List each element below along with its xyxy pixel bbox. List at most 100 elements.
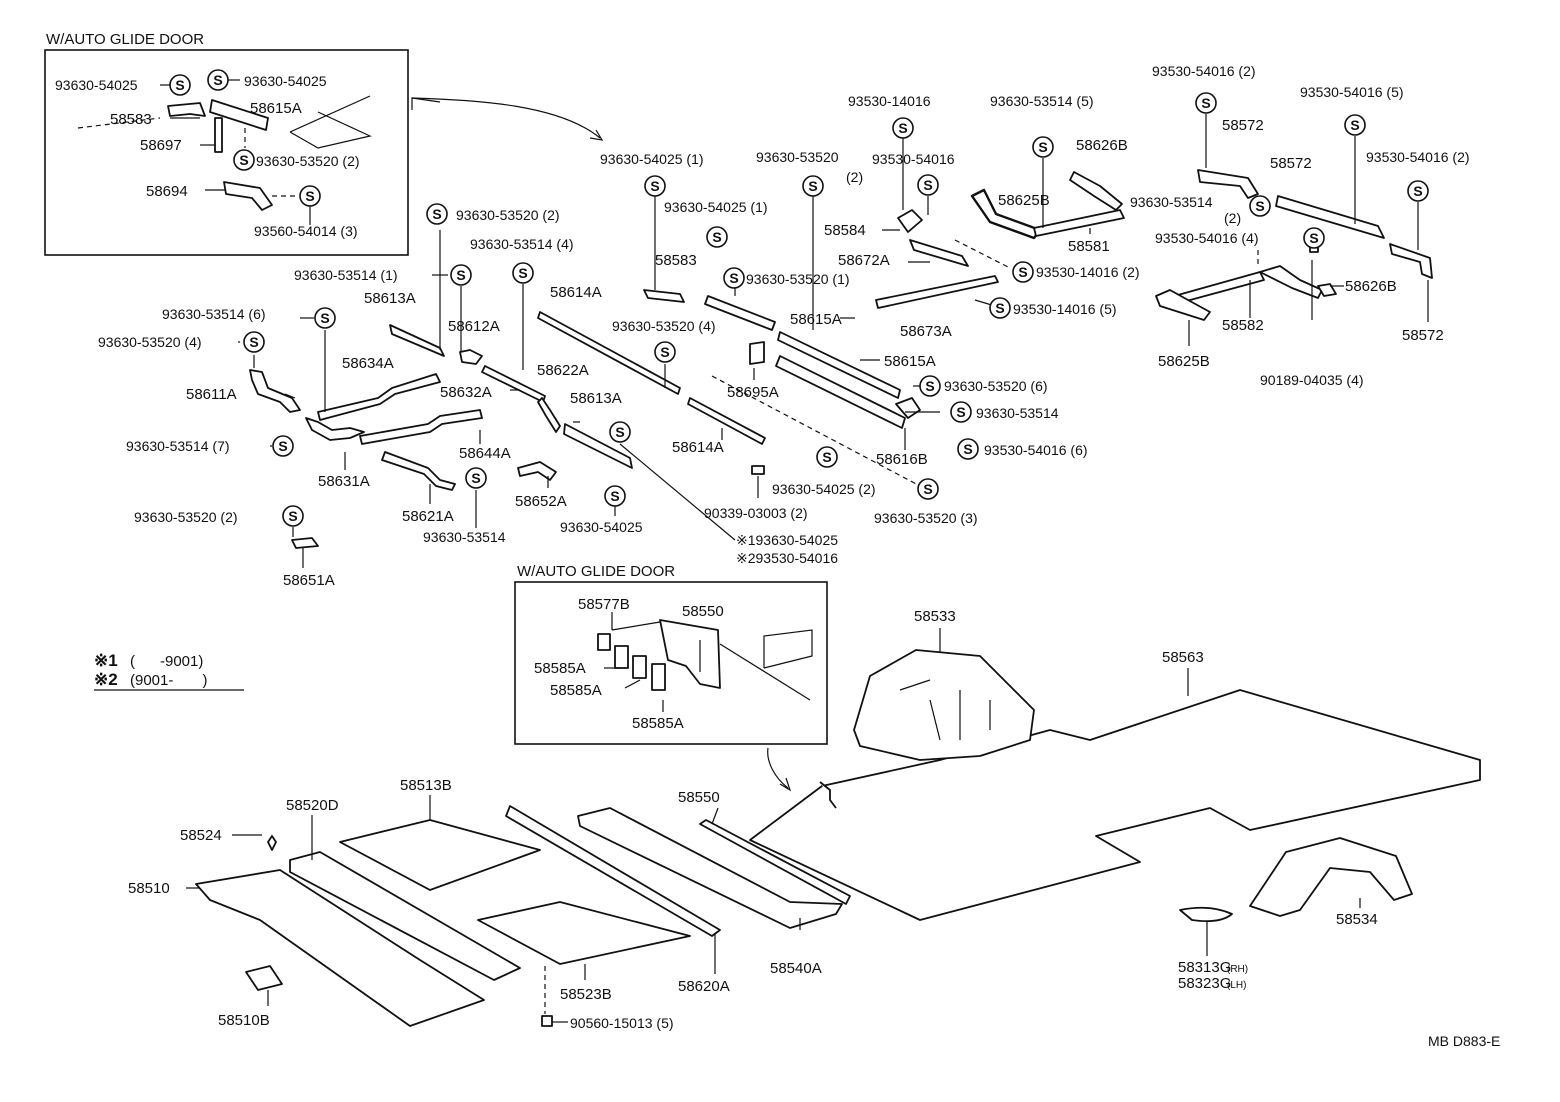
- part-label: 93630-53514 (6): [162, 306, 266, 322]
- part-label: 93630-54025 (2): [772, 481, 876, 497]
- svg-text:S: S: [1350, 117, 1359, 133]
- part-label: 93530-54016 (6): [984, 442, 1088, 458]
- part-label: 93630-53514 (4): [470, 236, 574, 252]
- part-label: 58697: [140, 137, 182, 154]
- washer-symbol: S: [917, 174, 939, 196]
- part-label: 58613A: [364, 290, 416, 307]
- part-label: 58550: [678, 789, 720, 806]
- part-label: 93630-54025 (1): [600, 151, 704, 167]
- svg-text:S: S: [963, 441, 972, 457]
- washer-symbol: S: [243, 331, 265, 353]
- svg-text:S: S: [518, 265, 527, 281]
- part-label: 58612A: [448, 318, 500, 335]
- svg-text:S: S: [925, 378, 934, 394]
- footnote-2-mark: ※2: [94, 670, 118, 689]
- part-label: 58672A: [838, 252, 890, 269]
- washer-symbol: S: [426, 203, 448, 225]
- svg-text:S: S: [1038, 139, 1047, 155]
- part-label: 58523B: [560, 986, 612, 1003]
- footnotes: ※1 ( -9001) ※2 (9001- ): [94, 651, 244, 691]
- washer-symbol: S: [207, 69, 229, 91]
- part-label: 58572: [1402, 327, 1444, 344]
- svg-text:S: S: [995, 300, 1004, 316]
- svg-text:S: S: [808, 178, 817, 194]
- part-label: ※193630-54025: [736, 532, 838, 548]
- part-label: 58520D: [286, 797, 339, 814]
- part-label: 58694: [146, 183, 188, 200]
- part-label: ※293530-54016: [736, 550, 838, 566]
- washer-symbol: S: [1407, 180, 1429, 202]
- footnote-1-range: ( -9001): [130, 653, 203, 670]
- svg-text:S: S: [471, 470, 480, 486]
- washer-symbol: S: [233, 149, 255, 171]
- part-label: 58614A: [672, 439, 724, 456]
- washer-symbol: S: [1249, 195, 1271, 217]
- part-label: 58572: [1222, 117, 1264, 134]
- part-label: 58615A: [790, 311, 842, 328]
- svg-text:S: S: [249, 334, 258, 350]
- svg-text:S: S: [239, 152, 248, 168]
- part-label: 93630-53520 (2): [256, 153, 360, 169]
- inset-title-mid: W/AUTO GLIDE DOOR: [517, 563, 675, 580]
- part-label: 58572: [1270, 155, 1312, 172]
- svg-text:S: S: [923, 177, 932, 193]
- svg-text:S: S: [956, 404, 965, 420]
- inset-auto-glide-door-top: W/AUTO GLIDE DOOR: [44, 31, 409, 256]
- svg-text:S: S: [288, 508, 297, 524]
- part-label: 58673A: [900, 323, 952, 340]
- svg-text:S: S: [175, 77, 184, 93]
- part-label: 93530-14016 (2): [1036, 264, 1140, 280]
- svg-text:S: S: [650, 178, 659, 194]
- part-label: 93630-53514 (1): [294, 267, 398, 283]
- part-label: 58644A: [459, 445, 511, 462]
- part-label: 58540A: [770, 960, 822, 977]
- part-label: 93630-53520 (1): [746, 271, 850, 287]
- part-label: 93630-53520 (3): [874, 510, 978, 526]
- part-label: 93530-54016 (5): [1300, 84, 1404, 100]
- part-label: 90189-04035 (4): [1260, 372, 1364, 388]
- part-label: 58632A: [440, 384, 492, 401]
- washer-symbol: S: [919, 375, 941, 397]
- parts-floor: [195, 649, 1481, 1027]
- parts-upper-right: [970, 169, 1433, 321]
- washer-symbol: S: [465, 467, 487, 489]
- svg-text:S: S: [1018, 264, 1027, 280]
- part-label: 58695A: [727, 384, 779, 401]
- part-label: 93530-14016 (5): [1013, 301, 1117, 317]
- svg-text:S: S: [456, 267, 465, 283]
- part-label: 93530-54016: [872, 151, 955, 167]
- part-label: 58625B: [1158, 353, 1210, 370]
- part-label: 58585A: [534, 660, 586, 677]
- part-label: 93630-53520 (4): [612, 318, 716, 334]
- part-label: 58323G: [1178, 975, 1231, 992]
- parts-upper-left-members: [249, 311, 681, 549]
- part-label: 90339-03003 (2): [704, 505, 808, 521]
- svg-text:S: S: [898, 120, 907, 136]
- washer-symbol: S: [282, 505, 304, 527]
- part-label: 58626B: [1345, 278, 1397, 295]
- svg-text:S: S: [615, 424, 624, 440]
- svg-text:S: S: [1309, 230, 1318, 246]
- part-label: 58615A: [250, 100, 302, 117]
- svg-text:S: S: [305, 188, 314, 204]
- part-label: 93630-53520 (2): [134, 509, 238, 525]
- svg-text:S: S: [610, 488, 619, 504]
- part-label: 58563: [1162, 649, 1204, 666]
- part-label: (2): [1224, 210, 1241, 226]
- washer-symbol: S: [1195, 92, 1217, 114]
- part-label: 58513B: [400, 777, 452, 794]
- washer-symbol: S: [604, 485, 626, 507]
- washer-symbol: S: [816, 446, 838, 468]
- part-label: 58550: [682, 603, 724, 620]
- part-label: 58510: [128, 880, 170, 897]
- part-label: 58626B: [1076, 137, 1128, 154]
- part-label: 58585A: [550, 682, 602, 699]
- part-label: 93630-54025: [244, 73, 327, 89]
- part-label: 93630-53514 (5): [990, 93, 1094, 109]
- washer-symbol: S: [1344, 114, 1366, 136]
- washer-symbol: S: [299, 185, 321, 207]
- svg-text:S: S: [1255, 198, 1264, 214]
- svg-text:S: S: [213, 72, 222, 88]
- parts-inset-mid: [597, 619, 813, 701]
- part-label: 93630-53514: [976, 405, 1059, 421]
